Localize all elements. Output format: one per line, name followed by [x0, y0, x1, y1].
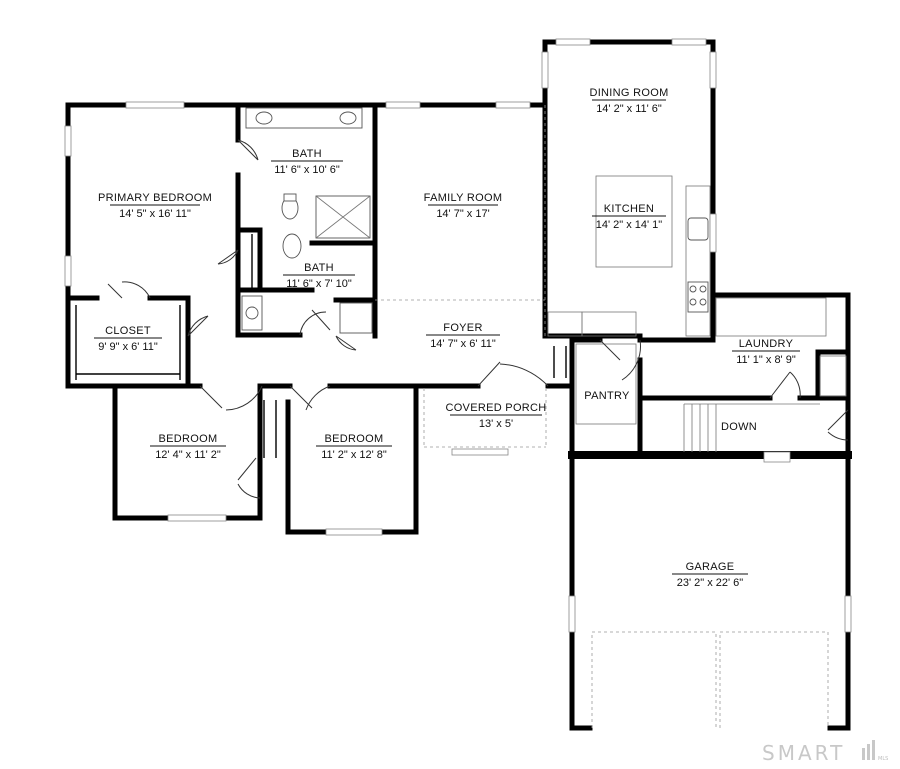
- covered-porch-dims: 13' x 5': [479, 418, 513, 430]
- room-label-garage: GARAGE 23' 2" x 22' 6": [672, 561, 748, 589]
- watermark-sub: MLS: [878, 756, 888, 762]
- laundry-dims: 11' 1" x 8' 9": [736, 354, 796, 366]
- kitchen-dims: 14' 2" x 14' 1": [596, 219, 663, 231]
- room-label-primary-bedroom: PRIMARY BEDROOM 14' 5" x 16' 11": [98, 192, 212, 220]
- dining-room-name: DINING ROOM: [589, 87, 668, 99]
- bath-1-dims: 11' 6" x 10' 6": [274, 164, 340, 176]
- garage-name: GARAGE: [686, 561, 735, 573]
- interior-details: [75, 105, 847, 728]
- room-label-bath-2: BATH 11' 6" x 7' 10": [283, 262, 355, 290]
- family-room-dims: 14' 7" x 17': [436, 208, 489, 220]
- covered-porch-name: COVERED PORCH: [445, 402, 546, 414]
- bedroom-1-dims: 12' 4" x 11' 2": [155, 449, 221, 461]
- bath-1-name: BATH: [292, 148, 322, 160]
- foyer-dims: 14' 7" x 6' 11": [430, 338, 496, 350]
- kitchen-name: KITCHEN: [604, 203, 654, 215]
- room-label-bedroom-2: BEDROOM 11' 2" x 12' 8": [316, 433, 392, 461]
- garage-dims: 23' 2" x 22' 6": [677, 577, 744, 589]
- room-label-bedroom-1: BEDROOM 12' 4" x 11' 2": [150, 433, 226, 461]
- laundry-name: LAUNDRY: [739, 338, 794, 350]
- room-label-kitchen: KITCHEN 14' 2" x 14' 1": [592, 203, 666, 231]
- pantry-name: PANTRY: [584, 390, 630, 402]
- room-label-foyer: FOYER 14' 7" x 6' 11": [426, 322, 500, 350]
- room-label-bath-1: BATH 11' 6" x 10' 6": [271, 148, 343, 176]
- room-label-family-room: FAMILY ROOM 14' 7" x 17': [424, 192, 503, 220]
- bedroom-2-dims: 11' 2" x 12' 8": [321, 449, 387, 461]
- room-label-dining-room: DINING ROOM 14' 2" x 11' 6": [589, 87, 668, 115]
- room-label-laundry: LAUNDRY 11' 1" x 8' 9": [732, 338, 800, 366]
- bath-2-dims: 11' 6" x 7' 10": [286, 278, 352, 290]
- smart-mls-watermark: SMART MLS: [762, 740, 888, 765]
- room-label-covered-porch: COVERED PORCH 13' x 5': [445, 402, 546, 430]
- room-label-down: DOWN: [721, 421, 757, 433]
- watermark-text: SMART: [762, 741, 845, 765]
- bedroom-1-name: BEDROOM: [159, 433, 218, 445]
- foyer-name: FOYER: [443, 322, 482, 334]
- primary-bedroom-dims: 14' 5" x 16' 11": [119, 208, 191, 220]
- family-room-name: FAMILY ROOM: [424, 192, 503, 204]
- bath-2-name: BATH: [304, 262, 334, 274]
- dining-room-dims: 14' 2" x 11' 6": [596, 103, 662, 115]
- bedroom-2-name: BEDROOM: [325, 433, 384, 445]
- closet-name: CLOSET: [105, 325, 151, 337]
- closet-dims: 9' 9" x 6' 11": [98, 341, 158, 353]
- room-label-closet: CLOSET 9' 9" x 6' 11": [94, 325, 162, 353]
- windows: [64, 38, 852, 633]
- walls: [65, 39, 852, 731]
- down-name: DOWN: [721, 421, 757, 433]
- room-label-pantry: PANTRY: [584, 390, 630, 402]
- primary-bedroom-name: PRIMARY BEDROOM: [98, 192, 212, 204]
- doors: [107, 139, 849, 499]
- stairs: [683, 403, 820, 452]
